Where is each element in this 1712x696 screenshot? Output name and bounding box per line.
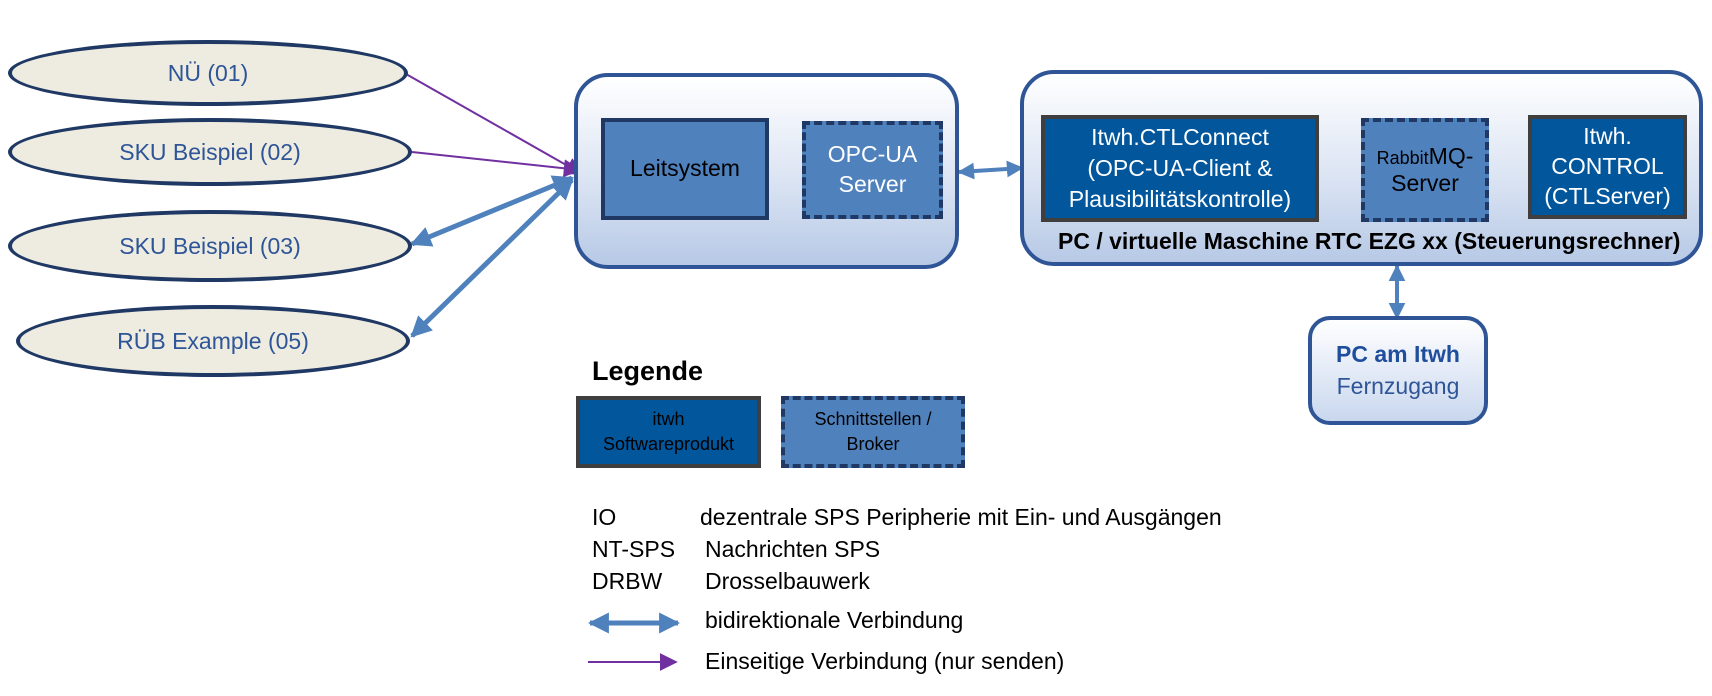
node-rueb-05-label: RÜB Example (05) (117, 327, 309, 354)
node-itwh-control-label: Itwh. CONTROL (CTLServer) (1544, 123, 1671, 209)
node-sku-02-label: SKU Beispiel (02) (119, 138, 301, 165)
legend-abbr-nt-sps: NT-SPS (592, 536, 676, 562)
arrow-rueb-leitsystem (410, 178, 574, 338)
arrow-sku02-to-leitsystem (411, 151, 582, 178)
legend-product-label: itwh Softwareprodukt (602, 408, 735, 454)
pc-subtitle: Fernzugang (1336, 372, 1460, 399)
legend-desc-nt-sps: Nachrichten SPS (705, 536, 881, 562)
legend-bidirectional-label: bidirektionale Verbindung (705, 607, 964, 633)
legend-abbr-drbw: DRBW (592, 568, 663, 594)
node-itwh-control: Itwh. CONTROL (CTLServer) (1528, 115, 1687, 219)
legend-product-box: itwh Softwareprodukt (576, 396, 761, 468)
node-rabbitmq-line2: Server (1391, 170, 1459, 196)
legend-desc-io: dezentrale SPS Peripherie mit Ein- und A… (700, 504, 1222, 530)
legend-interface-box: Schnittstellen / Broker (781, 396, 965, 468)
node-rabbitmq-line1: RabbitMQ- (1377, 143, 1474, 170)
node-sku-02: SKU Beispiel (02) (8, 118, 412, 186)
node-nue-label: NÜ (01) (167, 59, 249, 86)
node-opcua-server-label: OPC-UA Server (827, 141, 918, 197)
node-pc-am-itwh: PC am Itwh Fernzugang (1308, 316, 1488, 425)
rabbit-main: MQ- (1428, 143, 1474, 169)
pc-title: PC am Itwh (1336, 341, 1460, 368)
node-ctlconnect: Itwh.CTLConnect (OPC-UA-Client & Plausib… (1041, 115, 1319, 222)
legend-interface-label: Schnittstellen / Broker (814, 408, 932, 454)
node-sku-03-label: SKU Beispiel (03) (119, 232, 301, 259)
node-nue: NÜ (01) (8, 40, 408, 106)
rabbit-prefix: Rabbit (1376, 148, 1429, 168)
node-rueb-05: RÜB Example (05) (16, 305, 410, 377)
node-ctlconnect-label: Itwh.CTLConnect (OPC-UA-Client & Plausib… (1068, 123, 1292, 213)
legend-title: Legende (592, 356, 704, 386)
arrow-sku03-leitsystem (410, 175, 574, 247)
node-leitsystem-label: Leitsystem (630, 155, 740, 182)
system-label: PC / virtuelle Maschine RTC EZG xx (Steu… (1058, 228, 1681, 254)
arrow-opcua-system (957, 160, 1024, 180)
legend-abbr-io: IO (592, 504, 617, 530)
arrow-nue-to-leitsystem (405, 73, 584, 175)
node-sku-03: SKU Beispiel (03) (8, 210, 412, 282)
legend-desc-drbw: Drosselbauwerk (705, 568, 870, 594)
node-leitsystem: Leitsystem (601, 118, 769, 220)
node-opcua-server: OPC-UA Server (802, 121, 943, 219)
node-rabbitmq-server: RabbitMQ- Server (1361, 118, 1489, 222)
legend-unidirectional-label: Einseitige Verbindung (nur senden) (705, 648, 1065, 674)
